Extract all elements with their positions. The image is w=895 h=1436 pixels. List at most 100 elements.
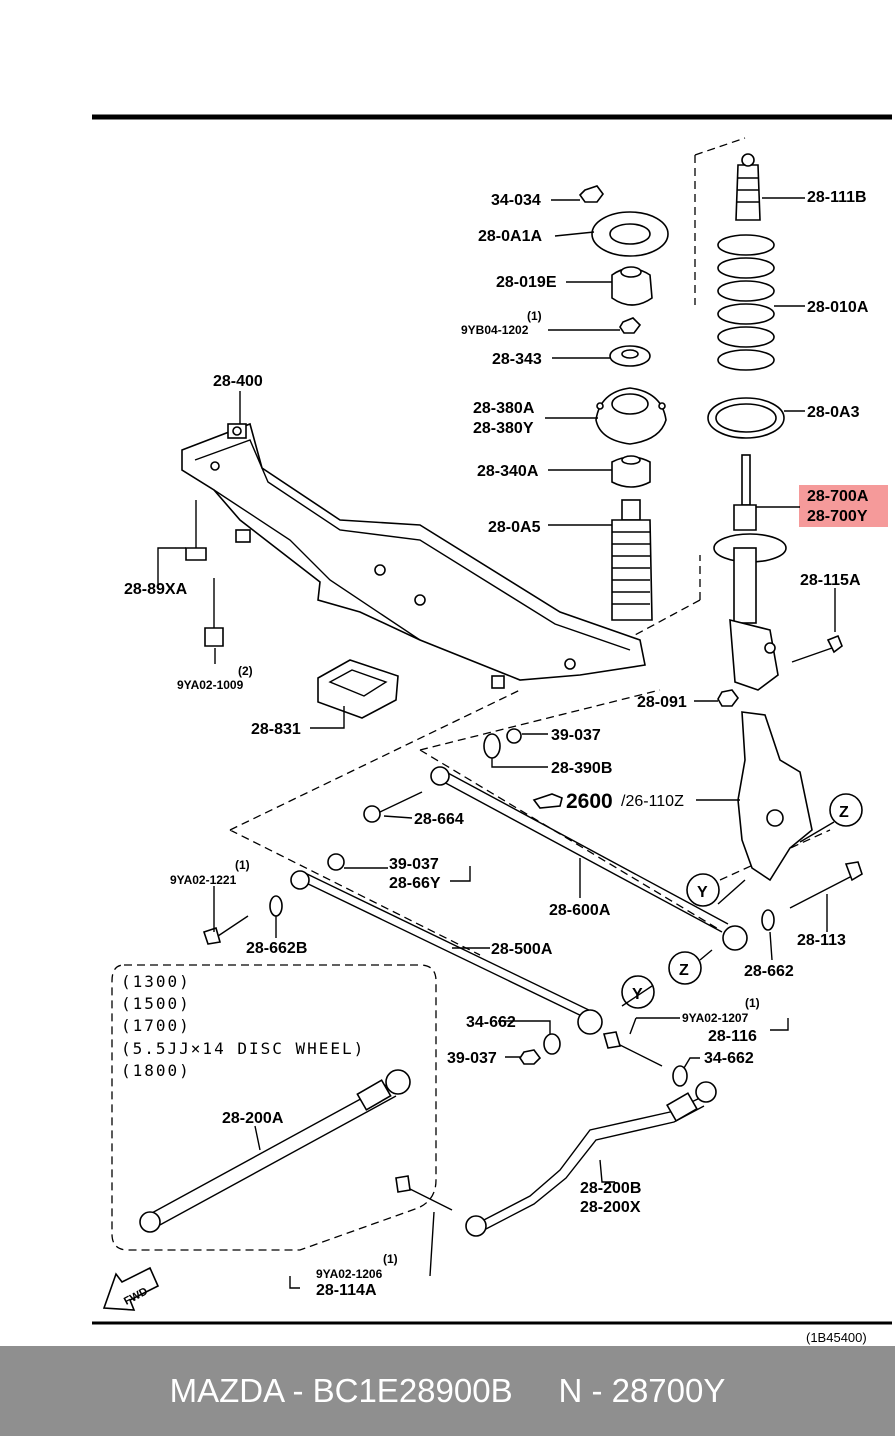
reference-code: (1B45400) bbox=[806, 1330, 867, 1345]
inset-line-5: (1800) bbox=[121, 1061, 191, 1080]
label-28-113: 28-113 bbox=[797, 932, 846, 949]
callout-z2-text: Z bbox=[679, 962, 689, 979]
bolt-28-115A bbox=[791, 634, 843, 663]
nut-39-037c bbox=[519, 1049, 542, 1065]
nut-34-034 bbox=[578, 185, 604, 203]
inset-line-2: (1500) bbox=[121, 994, 191, 1013]
rear-suspension-parts-diagram: 34-034 28-0A1A 28-019E (1) 9YB04-1202 28… bbox=[92, 114, 892, 1345]
label-28-200X: 28-200X bbox=[580, 1199, 641, 1216]
label-28-111B: 28-111B bbox=[807, 189, 867, 206]
label-28-115A: 28-115A bbox=[800, 572, 861, 589]
subframe-outline bbox=[229, 689, 831, 956]
label-28-0A5: 28-0A5 bbox=[488, 519, 541, 536]
label-9YB04-qty: (1) bbox=[527, 309, 542, 323]
washer-28-343 bbox=[609, 345, 651, 367]
highlight-box bbox=[799, 485, 888, 527]
label-28-380A: 28-380A bbox=[473, 400, 535, 417]
label-28-66Y: 28-66Y bbox=[389, 875, 441, 892]
link-28-200A bbox=[139, 1069, 411, 1233]
label-28-091: 28-091 bbox=[637, 694, 687, 711]
knuckle-pointer-icon bbox=[532, 793, 563, 809]
bolt-28-116 bbox=[602, 1031, 663, 1067]
label-9YA02-1009: 9YA02-1009 bbox=[177, 678, 244, 692]
washer-28-662B bbox=[269, 895, 283, 917]
label-28-116: 28-116 bbox=[708, 1028, 757, 1045]
label-28-380Y: 28-380Y bbox=[473, 420, 534, 437]
label-9YA02-1206-qty: (1) bbox=[383, 1252, 398, 1266]
label-28-0A1A: 28-0A1A bbox=[478, 228, 542, 245]
callout-z1 bbox=[829, 793, 863, 827]
spring-28-010A bbox=[717, 234, 775, 371]
label-28-114A: 28-114A bbox=[316, 1282, 377, 1299]
label-28-89XA: 28-89XA bbox=[124, 581, 188, 598]
label-28-343: 28-343 bbox=[492, 351, 542, 368]
label-9YA02-1206: 9YA02-1206 bbox=[316, 1267, 383, 1281]
link-28-500A bbox=[290, 870, 603, 1035]
label-39-037-a: 39-037 bbox=[551, 727, 601, 744]
label-28-400: 28-400 bbox=[213, 373, 263, 390]
inset-line-3: (1700) bbox=[121, 1016, 191, 1035]
label-28-340A: 28-340A bbox=[477, 463, 539, 480]
inset-line-4: (5.5JJ×14 DISC WHEEL) bbox=[121, 1039, 365, 1058]
mount-28-340A bbox=[611, 455, 651, 488]
seat-28-0A1A bbox=[591, 211, 669, 257]
label-28-831: 28-831 bbox=[251, 721, 301, 738]
knuckle-2600 bbox=[737, 711, 813, 882]
label-39-037-b: 39-037 bbox=[389, 856, 439, 873]
washer-34-662b bbox=[672, 1065, 688, 1087]
bolt-28-89XA bbox=[185, 500, 207, 561]
label-9YA02-1207-qty: (1) bbox=[745, 996, 760, 1010]
bumper-28-111B bbox=[735, 153, 761, 221]
label-28-500A: 28-500A bbox=[491, 941, 553, 958]
label-2600: 2600 bbox=[566, 790, 613, 813]
leaders bbox=[157, 197, 836, 1289]
callout-y2-text: Y bbox=[632, 986, 643, 1003]
label-28-390B: 28-390B bbox=[551, 760, 612, 777]
label-28-662: 28-662 bbox=[744, 963, 794, 980]
footer-bar: MAZDA - BC1E28900B N - 28700Y bbox=[0, 1346, 895, 1436]
label-28-0A3: 28-0A3 bbox=[807, 404, 860, 421]
label-34-034: 34-034 bbox=[491, 192, 541, 209]
callout-y1-text: Y bbox=[697, 884, 708, 901]
bolt-9YA02-1206 bbox=[395, 1175, 453, 1211]
seat-28-0A3 bbox=[707, 397, 785, 439]
bolt-28-664 bbox=[363, 791, 423, 823]
label-28-010A: 28-010A bbox=[807, 299, 869, 316]
strut-28-700A bbox=[713, 454, 787, 691]
label-28-019E: 28-019E bbox=[496, 274, 557, 291]
inset-line-1: (1300) bbox=[121, 972, 191, 991]
fwd-arrow-icon bbox=[102, 1266, 160, 1311]
callout-z2 bbox=[668, 951, 702, 985]
bushing-28-390B bbox=[483, 733, 501, 759]
label-28-600A: 28-600A bbox=[549, 902, 611, 919]
label-28-700Y: 28-700Y bbox=[807, 508, 868, 525]
nut-39-037a bbox=[506, 728, 522, 744]
boot-28-0A5 bbox=[611, 499, 653, 621]
washer-34-662a bbox=[543, 1033, 561, 1055]
callout-y1 bbox=[686, 873, 720, 907]
bolt-9YA02-1221 bbox=[202, 915, 249, 945]
callout-z1-text: Z bbox=[839, 804, 849, 821]
label-34-662-b: 34-662 bbox=[704, 1050, 754, 1067]
link-28-200B bbox=[465, 1081, 717, 1237]
label-39-037-c: 39-037 bbox=[447, 1050, 497, 1067]
label-9YA02-1009-qty: (2) bbox=[238, 664, 253, 678]
label-9YA02-1207: 9YA02-1207 bbox=[682, 1011, 749, 1025]
footer-part-number: MAZDA - BC1E28900B N - 28700Y bbox=[169, 1372, 726, 1409]
crossmember-28-400 bbox=[181, 422, 646, 689]
pad-28-831 bbox=[317, 659, 399, 719]
label-28-200B: 28-200B bbox=[580, 1180, 641, 1197]
label-34-662-a: 34-662 bbox=[466, 1014, 516, 1031]
label-9YA02-1221-qty: (1) bbox=[235, 858, 250, 872]
strut-assembly-outline bbox=[634, 137, 746, 636]
label-26-110Z: /26-110Z bbox=[621, 793, 684, 810]
label-9YB04-1202: 9YB04-1202 bbox=[461, 323, 529, 337]
bump-28-019E bbox=[611, 266, 653, 306]
label-28-664: 28-664 bbox=[414, 811, 464, 828]
bolt-28-113 bbox=[789, 861, 863, 909]
bushing-28-66Y bbox=[327, 853, 345, 871]
label-9YA02-1221: 9YA02-1221 bbox=[170, 873, 237, 887]
link-28-600A bbox=[430, 766, 748, 951]
washer-28-662 bbox=[761, 909, 775, 931]
inset-box bbox=[111, 964, 437, 1251]
